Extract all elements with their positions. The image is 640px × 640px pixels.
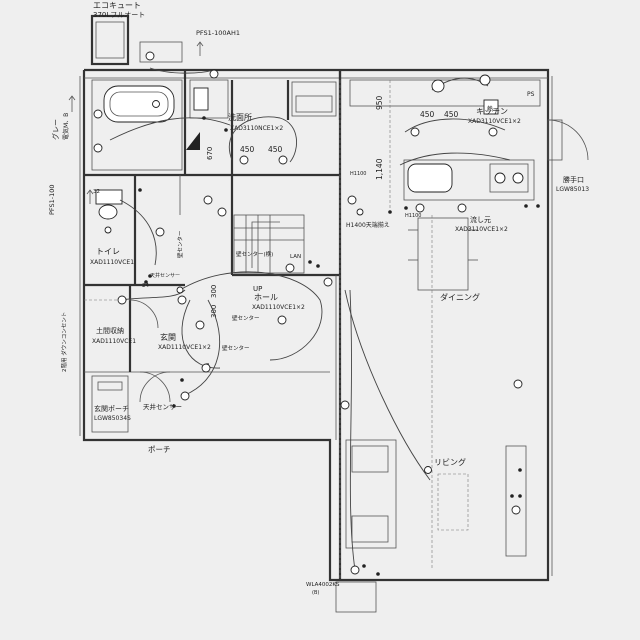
kitchen-label: キッチン [476,107,508,116]
kitchen-counter [403,159,535,201]
dim-450-c: 450 [420,110,435,119]
toilet-label: トイレ [96,247,120,256]
sofa [345,439,397,549]
ecocute-sub-label: 370Lフルオート [93,11,145,19]
dim-300-b: 300 [210,285,218,298]
num-32-label: 32 [93,189,100,195]
wiring-arcs [109,67,511,571]
living-rug [437,473,469,531]
ceiling-sensor-label: 天井センサー [143,402,182,411]
ecocute-unit [90,14,130,66]
dim-450-d: 450 [444,110,459,119]
num-24-label: 24 [142,283,149,289]
dining-label: ダイニング [440,292,480,302]
sink-label: 流し元 [470,215,491,224]
dining-table [408,217,478,291]
outer-walls [79,68,553,582]
washroom-counter [189,79,229,119]
hall-fixture-label: XAD1110VCE1×2 [252,304,305,311]
washroom-fixture-label: XAD3110NCE1×2 [230,125,283,132]
top-small-box [139,41,183,63]
light-fixtures [93,51,523,575]
bathtub [91,79,183,171]
outdoor-fixture-label: WLA4002KS [306,582,340,588]
dimension-dashes [84,80,433,580]
dim-450-b: 450 [268,145,283,154]
switch-dots [138,116,540,576]
dim-670: 670 [206,147,214,160]
toilet-fixture-label: XAD1110VCE1 [90,259,134,266]
pfs-left-label: PFS1-100 [48,184,56,215]
small-ceiling-sensor-label: 天井センサー [150,272,180,279]
wall-center-a-label: 壁センター [176,230,184,258]
gray-label: グレー [51,119,60,140]
outdoor-step [335,581,377,613]
entrance-fixture-label: XAD1110VCE1×2 [158,344,211,351]
entrance-label: 玄関 [160,332,176,342]
ecocute-label: エコキュート [93,1,141,10]
dim-300-a: 300 [210,305,218,318]
wall-center-c-label: 壁センター [222,344,250,352]
h1100-a-label: H1100 [350,171,366,177]
stair-up-label: UP [253,285,262,293]
porch-label: ポーチ [148,445,171,454]
kitchen-fixture-label: XAD3110VCE1×2 [468,118,521,125]
back-door-fixture-label: LGW85013 [556,186,589,193]
living-label: リビング [434,457,466,467]
dim-450-a: 450 [240,145,255,154]
outside-arrows [68,41,204,204]
kitchen-back-counter [349,79,541,115]
washroom-label: 洗面所 [228,112,252,122]
tv-stand [505,445,527,557]
entrance-doors [91,299,171,433]
porch-light-label: 玄関ポーチ [94,404,129,413]
dim-1140: 1,140 [375,158,384,180]
interior-walls [84,70,342,580]
sink-fixture-label: XAD3110VCE1×2 [455,226,508,233]
hall-label: ホール [254,293,278,302]
outdoor-fixture-sub-label: (B) [312,590,319,596]
porch-light-fixture-label: LGW85034S [94,415,131,422]
ps-label: PS [527,91,535,98]
wall-center-b-label: 壁センター [232,314,260,322]
lan-label: LAN [290,254,301,260]
h1100-b-label: H1100 [405,213,421,219]
pfs-top-label: PFS1-100AH1 [196,29,240,37]
h1400-label: H1400天端揃え [346,221,390,229]
washroom-mirror [186,132,200,150]
back-door-label: 勝手口 [563,175,584,184]
fridge-area [291,81,337,117]
shoe-storage-label: 土間収納 [96,326,124,335]
toilet-fixture [95,189,123,220]
dim-950: 950 [375,95,384,110]
shoe-storage-fixture-label: XAD1110VCE1 [92,338,136,345]
heater-mark: 熱 [487,105,493,113]
back-door [547,119,589,161]
staircase [233,214,305,274]
left-vertical-label: 2階用 ダウンコンセント [60,312,68,372]
wall-center-d-label: 壁センター(横) [236,250,273,258]
gray-sub-label: 電気M、B [62,113,70,140]
